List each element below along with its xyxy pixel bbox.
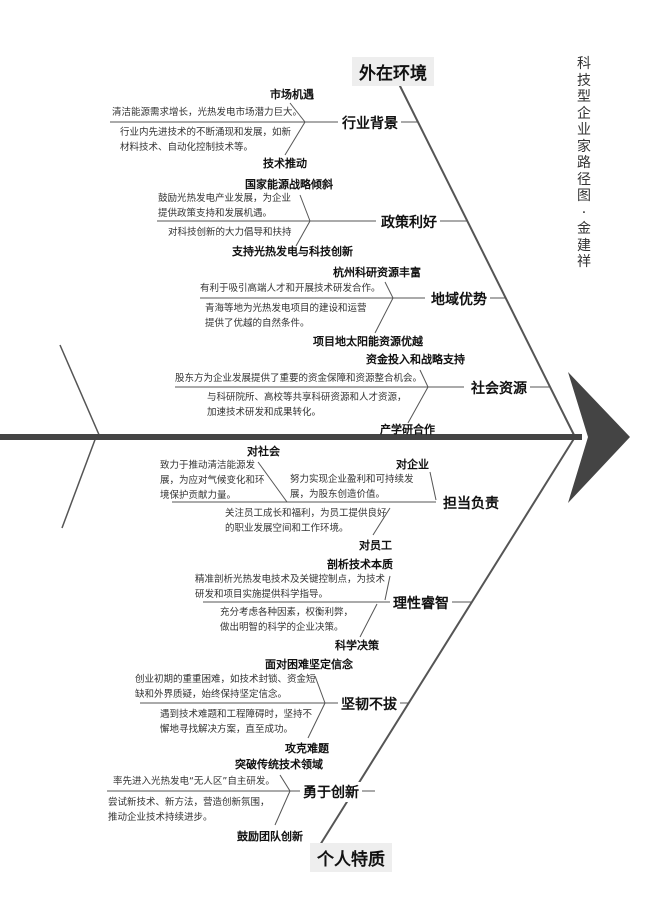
sub-label: 对员工: [359, 539, 392, 552]
tail-lower-line: [61, 436, 97, 529]
sub-label: 鼓励团队创新: [237, 830, 303, 843]
sub-label: 突破传统技术领域: [235, 758, 323, 771]
upper-bone: [397, 81, 576, 438]
description: 率先进入光热发电“无人区”自主研发。: [113, 776, 275, 787]
category-label: 勇于创新: [300, 782, 362, 802]
description: 鼓励光热发电产业发展，为企业提供政策支持和发展机遇。: [158, 193, 292, 219]
description: 对科技创新的大力倡导和扶持: [168, 227, 292, 238]
sub-label: 杭州科研资源丰富: [333, 266, 421, 279]
description: 有利于吸引高端人才和开展技术研发合作。: [200, 283, 381, 294]
description: 关注员工成长和福利，为员工提供良好的职业发展空间和工作环境。: [225, 508, 387, 534]
sub-label: 市场机遇: [270, 88, 314, 101]
upper-header: 外在环境: [352, 57, 434, 86]
lower-bone: [319, 436, 576, 846]
description: 精准剖析光热发电技术及关键控制点，为技术研发和项目实施提供科学指导。: [195, 574, 386, 600]
sub-label: 技术推动: [263, 157, 307, 170]
description: 股东方为企业发展提供了重要的资金保障和资源整合机会。: [175, 373, 423, 384]
description: 努力实现企业盈利和可持续发展，为股东创造价值。: [290, 474, 414, 500]
lower-header: 个人特质: [310, 843, 392, 872]
description: 清洁能源需求增长，光热发电市场潜力巨大。: [112, 107, 303, 118]
category-label: 社会资源: [468, 378, 530, 398]
tail-upper-line: [59, 344, 101, 438]
description: 充分考虑各种因素，权衡利弊，做出明智的科学的企业决策。: [220, 607, 354, 633]
category-label: 行业背景: [339, 113, 401, 133]
description: 致力于推动清洁能源发展，为应对气候变化和环境保护贡献力量。: [160, 460, 265, 501]
description: 尝试新技术、新方法，营造创新氛围，推动企业技术持续进步。: [108, 797, 270, 823]
diagram-title: 科技型企业家路径图·金建祥: [577, 56, 591, 270]
sub-label: 项目地太阳能资源优越: [313, 335, 423, 348]
sub-label: 对企业: [396, 458, 429, 471]
sub-label: 攻克难题: [285, 742, 329, 755]
sub-label: 国家能源战略倾斜: [245, 178, 333, 191]
sub-label: 产学研合作: [380, 423, 435, 436]
description: 行业内先进技术的不断涌现和发展，如新材料技术、自动化控制技术等。: [120, 127, 292, 153]
sub-label: 面对困难坚定信念: [265, 658, 353, 671]
description: 与科研院所、高校等共享科研资源和人才资源，加速技术研发和成果转化。: [207, 392, 407, 418]
sub-label: 支持光热发电与科技创新: [232, 245, 353, 258]
description: 青海等地为光热发电项目的建设和运营提供了优越的自然条件。: [205, 303, 367, 329]
sub-label: 科学决策: [335, 639, 379, 652]
sub-label: 对社会: [247, 445, 280, 458]
category-label: 坚韧不拔: [338, 694, 400, 714]
arrowhead: [568, 372, 630, 503]
category-label: 政策利好: [378, 212, 440, 232]
description: 遇到技术难题和工程障碍时，坚持不懈地寻找解决方案，直至成功。: [160, 709, 313, 735]
category-label: 担当负责: [440, 493, 502, 513]
sub-label: 资金投入和战略支持: [366, 353, 465, 366]
description: 创业初期的重重困难，如技术封锁、资金短缺和外界质疑，始终保持坚定信念。: [135, 674, 316, 700]
category-label: 地域优势: [428, 289, 490, 309]
category-label: 理性睿智: [390, 593, 452, 613]
sub-label: 剖析技术本质: [327, 558, 393, 571]
